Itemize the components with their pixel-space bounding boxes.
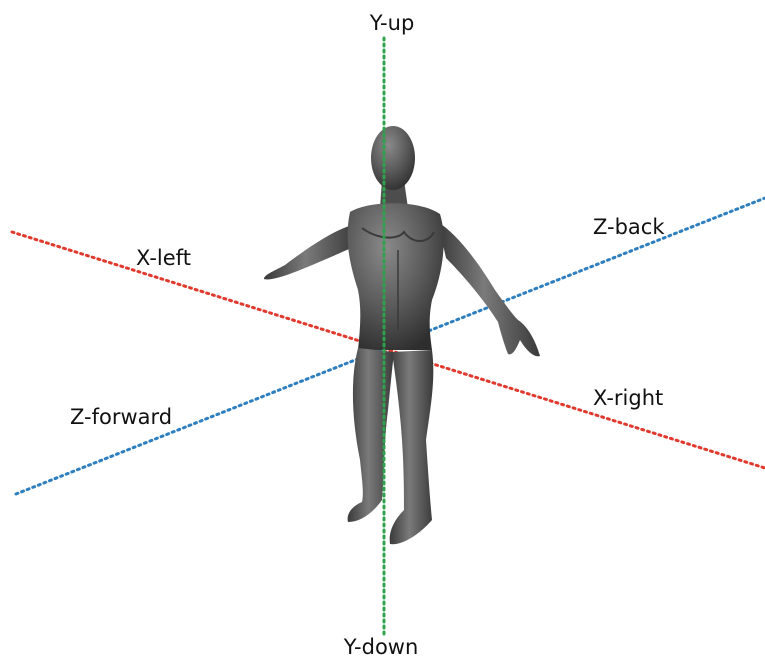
z-back-label: Z-back [593,215,665,239]
human-figure-t-pose-icon [264,126,540,544]
y-up-label: Y-up [369,11,415,35]
x-right-label: X-right [593,386,663,410]
x-left-label: X-left [136,246,191,270]
y-down-label: Y-down [343,635,419,659]
z-forward-label: Z-forward [70,405,172,429]
